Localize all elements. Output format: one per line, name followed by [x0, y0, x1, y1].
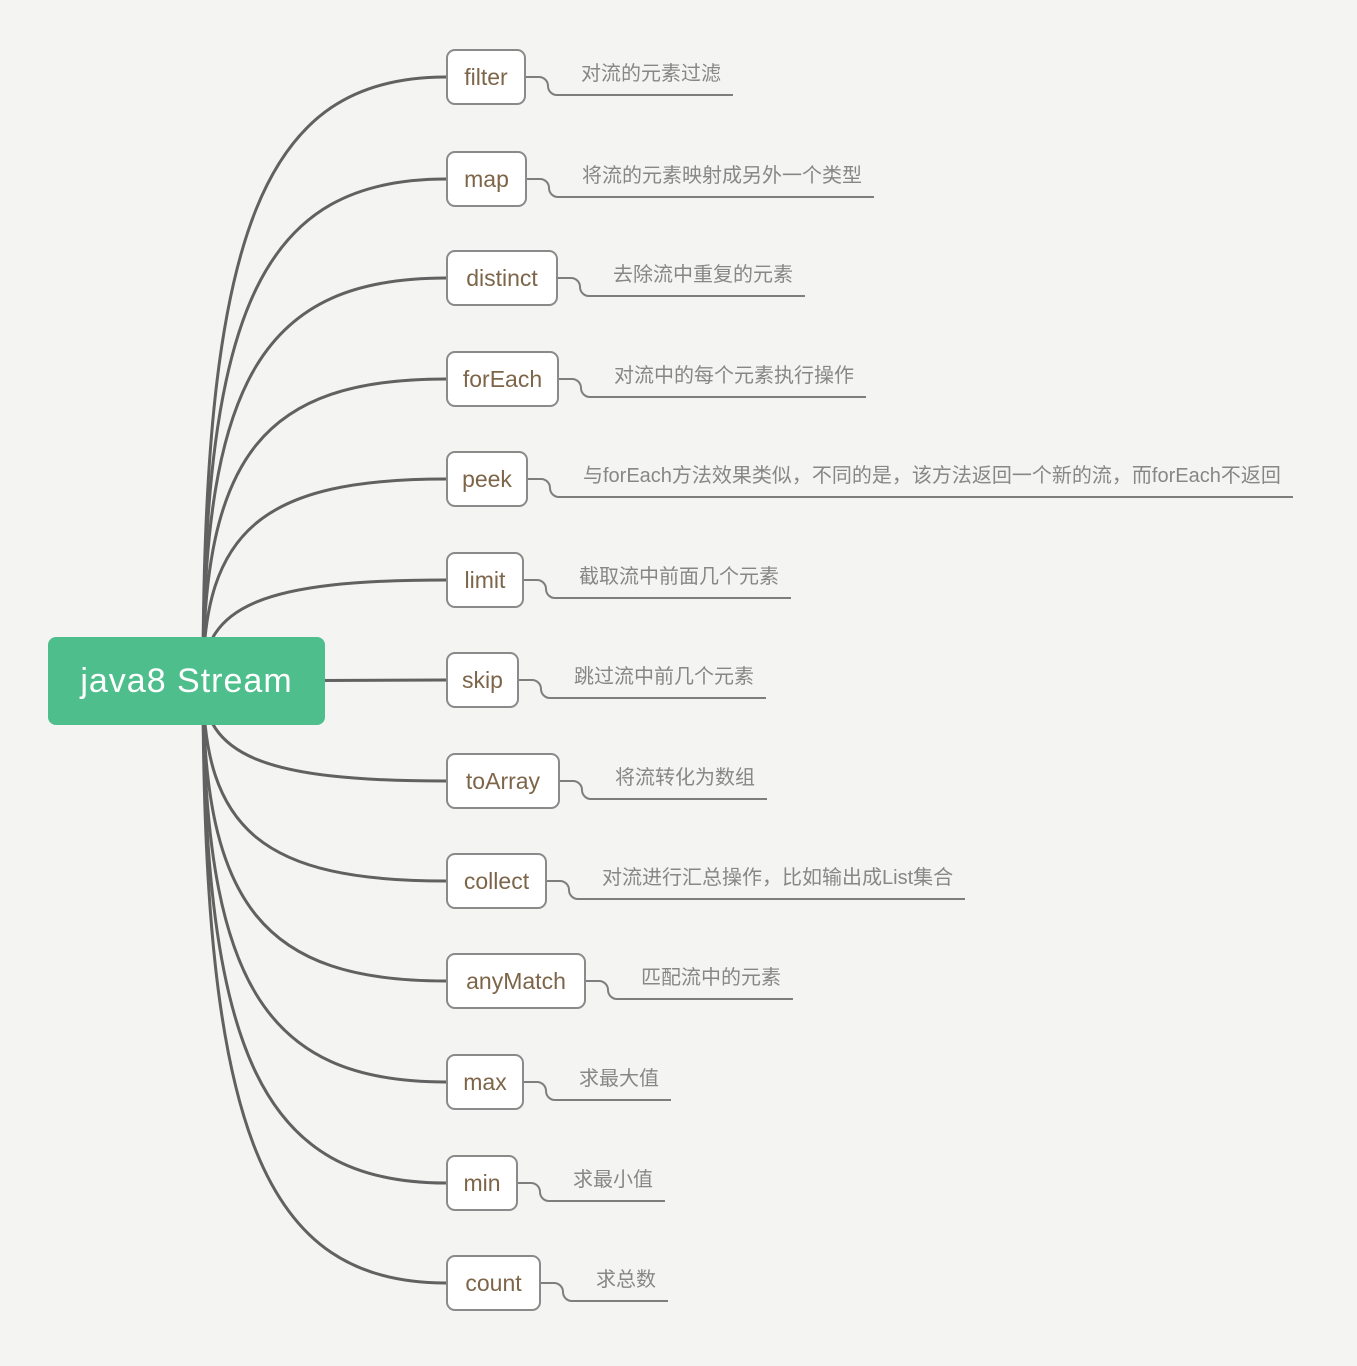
- branch-node-toarray[interactable]: toArray: [446, 753, 560, 809]
- branch-description-skip[interactable]: 跳过流中前几个元素: [550, 664, 766, 699]
- branch-description-limit[interactable]: 截取流中前面几个元素: [555, 564, 791, 599]
- branch-description-collect[interactable]: 对流进行汇总操作，比如输出成List集合: [578, 865, 966, 900]
- branch-description-peek[interactable]: 与forEach方法效果类似，不同的是，该方法返回一个新的流，而forEach不…: [559, 463, 1293, 498]
- branch-node-collect[interactable]: collect: [446, 853, 547, 909]
- branch-node-filter[interactable]: filter: [446, 49, 526, 105]
- branch-description-anymatch[interactable]: 匹配流中的元素: [617, 965, 793, 1000]
- branch-description-count[interactable]: 求总数: [572, 1267, 668, 1302]
- branch-node-map[interactable]: map: [446, 151, 527, 207]
- branch-node-limit[interactable]: limit: [446, 552, 524, 608]
- branch-node-distinct[interactable]: distinct: [446, 250, 558, 306]
- branch-description-max[interactable]: 求最大值: [555, 1066, 671, 1101]
- branch-description-min[interactable]: 求最小值: [549, 1167, 665, 1202]
- branch-node-skip[interactable]: skip: [446, 652, 519, 708]
- branch-description-distinct[interactable]: 去除流中重复的元素: [589, 262, 805, 297]
- branch-node-anymatch[interactable]: anyMatch: [446, 953, 586, 1009]
- branch-node-count[interactable]: count: [446, 1255, 541, 1311]
- root-node[interactable]: java8 Stream: [48, 637, 325, 725]
- branch-description-foreach[interactable]: 对流中的每个元素执行操作: [590, 363, 866, 398]
- branch-node-foreach[interactable]: forEach: [446, 351, 559, 407]
- branch-node-max[interactable]: max: [446, 1054, 524, 1110]
- branch-node-min[interactable]: min: [446, 1155, 518, 1211]
- branch-node-peek[interactable]: peek: [446, 451, 528, 507]
- branch-description-map[interactable]: 将流的元素映射成另外一个类型: [558, 163, 874, 198]
- branch-description-toarray[interactable]: 将流转化为数组: [591, 765, 767, 800]
- branch-description-filter[interactable]: 对流的元素过滤: [557, 61, 733, 96]
